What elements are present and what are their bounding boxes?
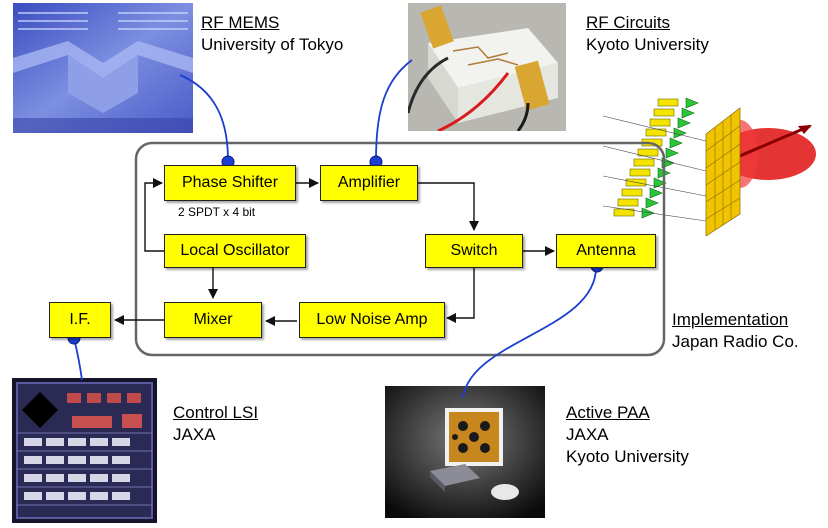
control-lsi-org: JAXA: [173, 425, 216, 444]
implementation-org: Japan Radio Co.: [672, 332, 799, 351]
phase-shifter-note: 2 SPDT x 4 bit: [178, 205, 256, 219]
implementation-frame: [134, 141, 666, 357]
phased-array-illustration: [598, 96, 826, 236]
local-oscillator-block: Local Oscillator: [164, 234, 306, 268]
rf-circuits-caption: RF Circuits Kyoto University: [586, 12, 709, 56]
mixer-block: Mixer: [164, 302, 262, 338]
rf-mems-title: RF MEMS: [201, 13, 280, 32]
rf-circuits-org: Kyoto University: [586, 35, 709, 54]
implementation-caption: Implementation Japan Radio Co.: [672, 309, 799, 353]
low-noise-amp-block: Low Noise Amp: [299, 302, 445, 338]
amplifier-block: Amplifier: [320, 165, 418, 201]
active-paa-org-2: Kyoto University: [566, 447, 689, 466]
if-block: I.F.: [49, 302, 111, 338]
implementation-title: Implementation: [672, 310, 789, 329]
switch-block: Switch: [425, 234, 523, 268]
control-lsi-title: Control LSI: [173, 403, 259, 422]
control-lsi-caption: Control LSI JAXA: [173, 402, 258, 446]
rf-mems-org: University of Tokyo: [201, 35, 344, 54]
active-paa-photo: [385, 386, 545, 518]
phase-shifter-block: Phase Shifter: [164, 165, 296, 201]
active-paa-org-1: JAXA: [566, 425, 609, 444]
active-paa-title: Active PAA: [566, 403, 650, 422]
rf-mems-photo: [13, 3, 193, 133]
rf-circuits-title: RF Circuits: [586, 13, 671, 32]
rf-circuits-photo: [408, 3, 566, 131]
rf-mems-caption: RF MEMS University of Tokyo: [201, 12, 343, 56]
active-paa-caption: Active PAA JAXA Kyoto University: [566, 402, 689, 468]
control-lsi-photo: [12, 378, 157, 523]
antenna-block: Antenna: [556, 234, 656, 268]
